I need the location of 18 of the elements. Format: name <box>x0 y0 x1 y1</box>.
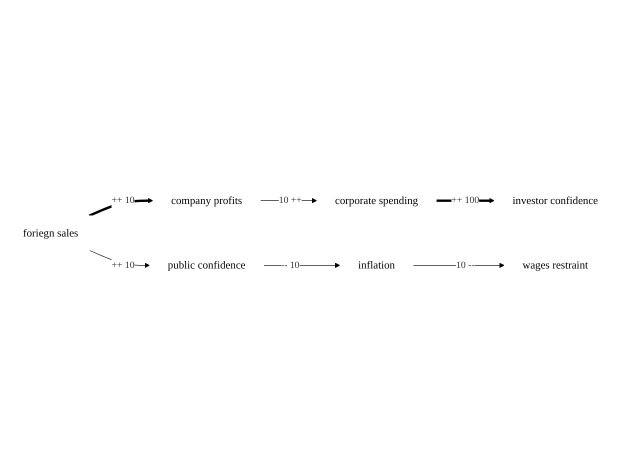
node-text: foriegn sales <box>22 226 78 239</box>
edge-label: 10 -- <box>456 260 475 270</box>
arrow <box>88 250 150 268</box>
edge-label: -- 10 <box>280 260 300 270</box>
arrow <box>263 262 340 268</box>
edge-label: 10 ++ <box>278 195 302 206</box>
arrow <box>412 262 505 268</box>
arrow <box>88 198 154 217</box>
node-text: corporate spending <box>335 194 418 206</box>
edge-label: ++ 10 <box>112 195 135 206</box>
node-text: inflation <box>358 259 396 272</box>
node-text: company profits <box>171 194 242 206</box>
node-text: investor confidence <box>512 194 598 206</box>
node-text: public confidence <box>168 259 246 272</box>
node-text: wages restraint <box>522 259 588 272</box>
arrow <box>260 198 318 204</box>
edge-label: ++ 10 <box>112 260 135 270</box>
edge-label: ++ 100 <box>451 195 480 206</box>
